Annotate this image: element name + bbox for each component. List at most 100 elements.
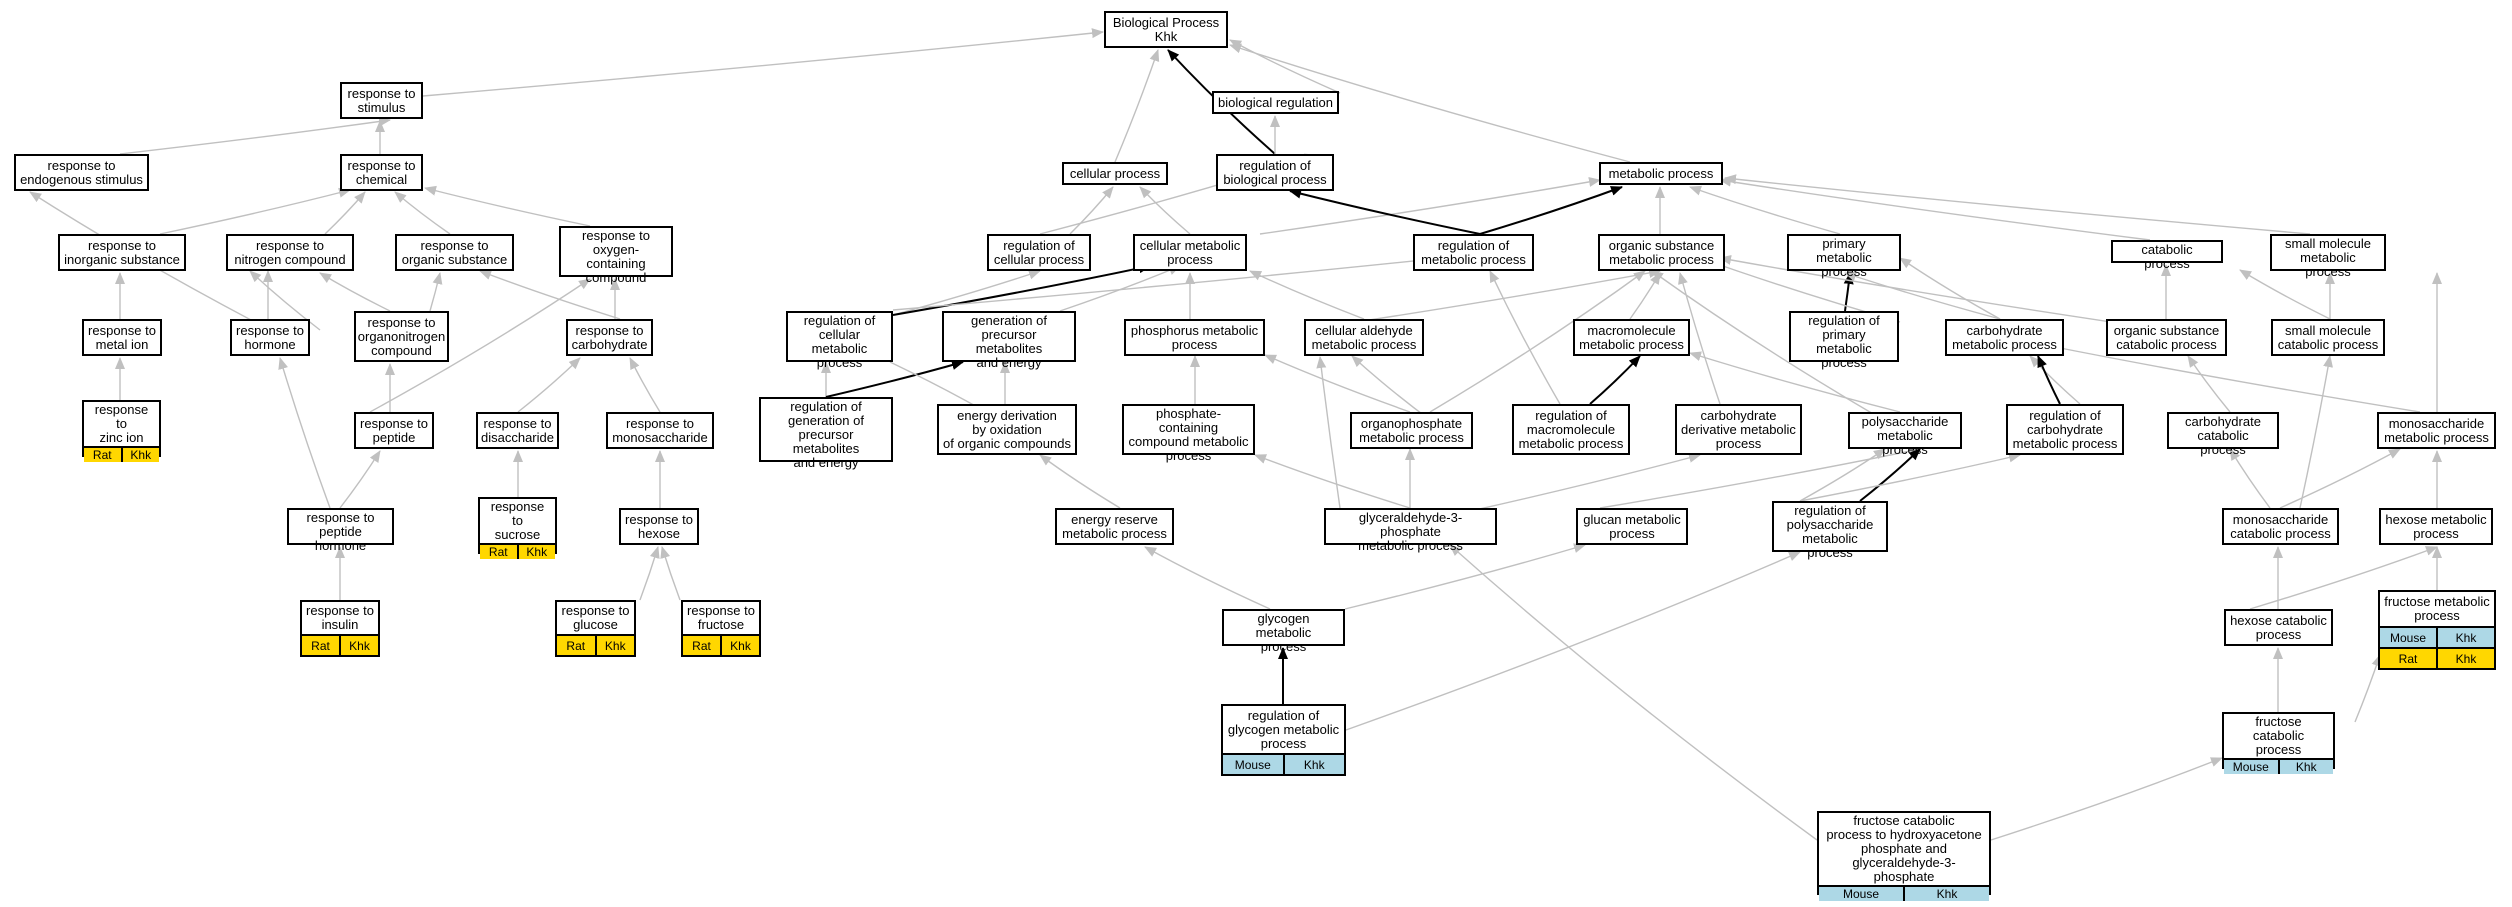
- tag-khk: Khk: [120, 448, 159, 462]
- node-regulation-of-polysaccharide-metabolic-process[interactable]: regulation of polysaccharide metabolic p…: [1772, 501, 1888, 560]
- node-biological-regulation[interactable]: biological regulation: [1212, 91, 1339, 114]
- node-glycogen-metabolic-process[interactable]: glycogen metabolic process: [1222, 609, 1345, 654]
- tag-rat: Rat: [683, 636, 720, 655]
- edge: [1689, 351, 1901, 413]
- node-hexose-metabolic-process[interactable]: hexose metabolic process: [2379, 508, 2493, 545]
- node-glucan-metabolic-process[interactable]: glucan metabolic process: [1576, 508, 1688, 545]
- tag-rat: Rat: [302, 636, 339, 655]
- node-response-to-hexose[interactable]: response to hexose: [619, 508, 699, 545]
- node-metabolic-process[interactable]: metabolic process: [1599, 162, 1723, 185]
- node-monosaccharide-catabolic-process[interactable]: monosaccharide catabolic process: [2222, 508, 2339, 545]
- edge-highlight: [2037, 355, 2061, 405]
- tag-khk: Khk: [2436, 628, 2494, 647]
- edge: [1059, 265, 1181, 312]
- node-hexose-catabolic-process[interactable]: hexose catabolic process: [2224, 609, 2333, 646]
- edge: [394, 191, 451, 235]
- edge: [1990, 757, 2223, 841]
- node-regulation-of-glycogen-metabolic-process[interactable]: regulation of glycogen metabolic process…: [1221, 704, 1346, 776]
- node-polysaccharide-metabolic-process[interactable]: polysaccharide metabolic process: [1848, 412, 1962, 457]
- edge: [1719, 255, 2166, 331]
- tag-khk: Khk: [2436, 649, 2494, 668]
- edge: [1069, 186, 1114, 235]
- edge: [1351, 355, 1431, 421]
- edge: [422, 28, 1104, 97]
- tag-khk: Khk: [594, 636, 634, 655]
- node-phosphorus-metabolic-process[interactable]: phosphorus metabolic process: [1124, 319, 1265, 356]
- edge: [1489, 270, 1561, 405]
- node-response-to-metal-ion[interactable]: response to metal ion: [82, 319, 162, 356]
- node-response-to-organic-substance[interactable]: response to organic substance: [395, 234, 514, 271]
- node-organic-substance-catabolic-process[interactable]: organic substance catabolic process: [2106, 319, 2227, 356]
- tag-mouse: Mouse: [1223, 755, 1283, 774]
- edge: [2299, 355, 2333, 509]
- edge-highlight: [825, 360, 964, 398]
- node-response-to-inorganic-substance[interactable]: response to inorganic substance: [58, 234, 186, 271]
- node-carbohydrate-catabolic-process[interactable]: carbohydrate catabolic process: [2167, 412, 2279, 457]
- node-regulation-of-primary-metabolic-process[interactable]: regulation of primary metabolic process: [1789, 311, 1899, 370]
- node-regulation-of-biological-process[interactable]: regulation of biological process: [1216, 154, 1334, 191]
- node-fructose-catabolic-to-dhap[interactable]: fructose catabolic process to hydroxyace…: [1817, 811, 1991, 901]
- edge: [2029, 355, 2081, 405]
- edge: [2354, 654, 2382, 723]
- edge: [1139, 186, 1191, 235]
- edge: [1799, 452, 2021, 502]
- node-glyceraldehyde-3-phosphate-metabolic-process[interactable]: glyceraldehyde-3-phosphate metabolic pro…: [1324, 508, 1497, 553]
- edge: [1899, 257, 2001, 320]
- edge: [2049, 343, 2421, 413]
- node-primary-metabolic-process[interactable]: primary metabolic process: [1787, 234, 1901, 279]
- node-response-to-endogenous-stimulus[interactable]: response to endogenous stimulus: [14, 154, 149, 191]
- node-response-to-nitrogen-compound[interactable]: response to nitrogen compound: [226, 234, 354, 271]
- node-response-to-stimulus[interactable]: response to stimulus: [340, 82, 423, 119]
- node-response-to-carbohydrate[interactable]: response to carbohydrate: [566, 319, 653, 356]
- node-regulation-of-generation-of-precursor[interactable]: regulation of generation of precursor me…: [759, 397, 893, 470]
- node-energy-reserve-metabolic-process[interactable]: energy reserve metabolic process: [1055, 508, 1174, 545]
- node-biological-process[interactable]: Biological Process Khk: [1104, 11, 1228, 48]
- edge: [369, 278, 591, 413]
- node-carbohydrate-derivative-metabolic-process[interactable]: carbohydrate derivative metabolic proces…: [1675, 404, 1802, 455]
- node-macromolecule-metabolic-process[interactable]: macromolecule metabolic process: [1573, 319, 1690, 356]
- node-cellular-process[interactable]: cellular process: [1062, 162, 1168, 185]
- node-small-molecule-metabolic-process[interactable]: small molecule metabolic process: [2270, 234, 2386, 279]
- edge-highlight: [1289, 188, 1481, 235]
- node-cellular-metabolic-process[interactable]: cellular metabolic process: [1133, 234, 1247, 271]
- node-phosphate-containing-compound-metabolic-process[interactable]: phosphate-containing compound metabolic …: [1122, 404, 1255, 463]
- node-energy-derivation-by-oxidation[interactable]: energy derivation by oxidation of organi…: [937, 404, 1077, 455]
- node-regulation-of-cellular-metabolic-process[interactable]: regulation of cellular metabolic process: [786, 311, 893, 370]
- edge-highlight: [1479, 186, 1623, 235]
- node-response-to-peptide[interactable]: response to peptide: [354, 412, 434, 449]
- node-carbohydrate-metabolic-process[interactable]: carbohydrate metabolic process: [1945, 319, 2064, 356]
- node-generation-of-precursor-metabolites[interactable]: generation of precursor metabolites and …: [942, 311, 1076, 370]
- node-response-to-monosaccharide[interactable]: response to monosaccharide: [606, 412, 714, 449]
- node-response-to-hormone[interactable]: response to hormone: [230, 319, 310, 356]
- node-organic-substance-metabolic-process[interactable]: organic substance metabolic process: [1598, 234, 1725, 271]
- node-small-molecule-catabolic-process[interactable]: small molecule catabolic process: [2271, 319, 2385, 356]
- node-catabolic-process[interactable]: catabolic process: [2111, 240, 2223, 271]
- edge: [1719, 176, 2151, 241]
- tag-rat: Rat: [557, 636, 595, 655]
- node-response-to-chemical[interactable]: response to chemical: [340, 154, 423, 191]
- node-response-to-disaccharide[interactable]: response to disaccharide: [476, 412, 559, 449]
- node-organophosphate-metabolic-process[interactable]: organophosphate metabolic process: [1350, 412, 1473, 449]
- node-cellular-aldehyde-metabolic-process[interactable]: cellular aldehyde metabolic process: [1304, 319, 1424, 356]
- node-regulation-of-macromolecule-metabolic-process[interactable]: regulation of macromolecule metabolic pr…: [1512, 404, 1630, 455]
- node-regulation-of-cellular-process[interactable]: regulation of cellular process: [987, 234, 1091, 271]
- node-response-to-peptide-hormone[interactable]: response to peptide hormone: [287, 508, 394, 553]
- node-response-to-organonitrogen-compound[interactable]: response to organonitrogen compound: [354, 311, 449, 362]
- node-response-to-oxygen-containing-compound[interactable]: response to oxygen-containing compound: [559, 226, 673, 285]
- edge: [1229, 39, 1341, 94]
- node-monosaccharide-metabolic-process[interactable]: monosaccharide metabolic process: [2377, 412, 2496, 449]
- node-regulation-of-carbohydrate-metabolic-process[interactable]: regulation of carbohydrate metabolic pro…: [2006, 404, 2124, 455]
- node-regulation-of-metabolic-process[interactable]: regulation of metabolic process: [1413, 234, 1534, 271]
